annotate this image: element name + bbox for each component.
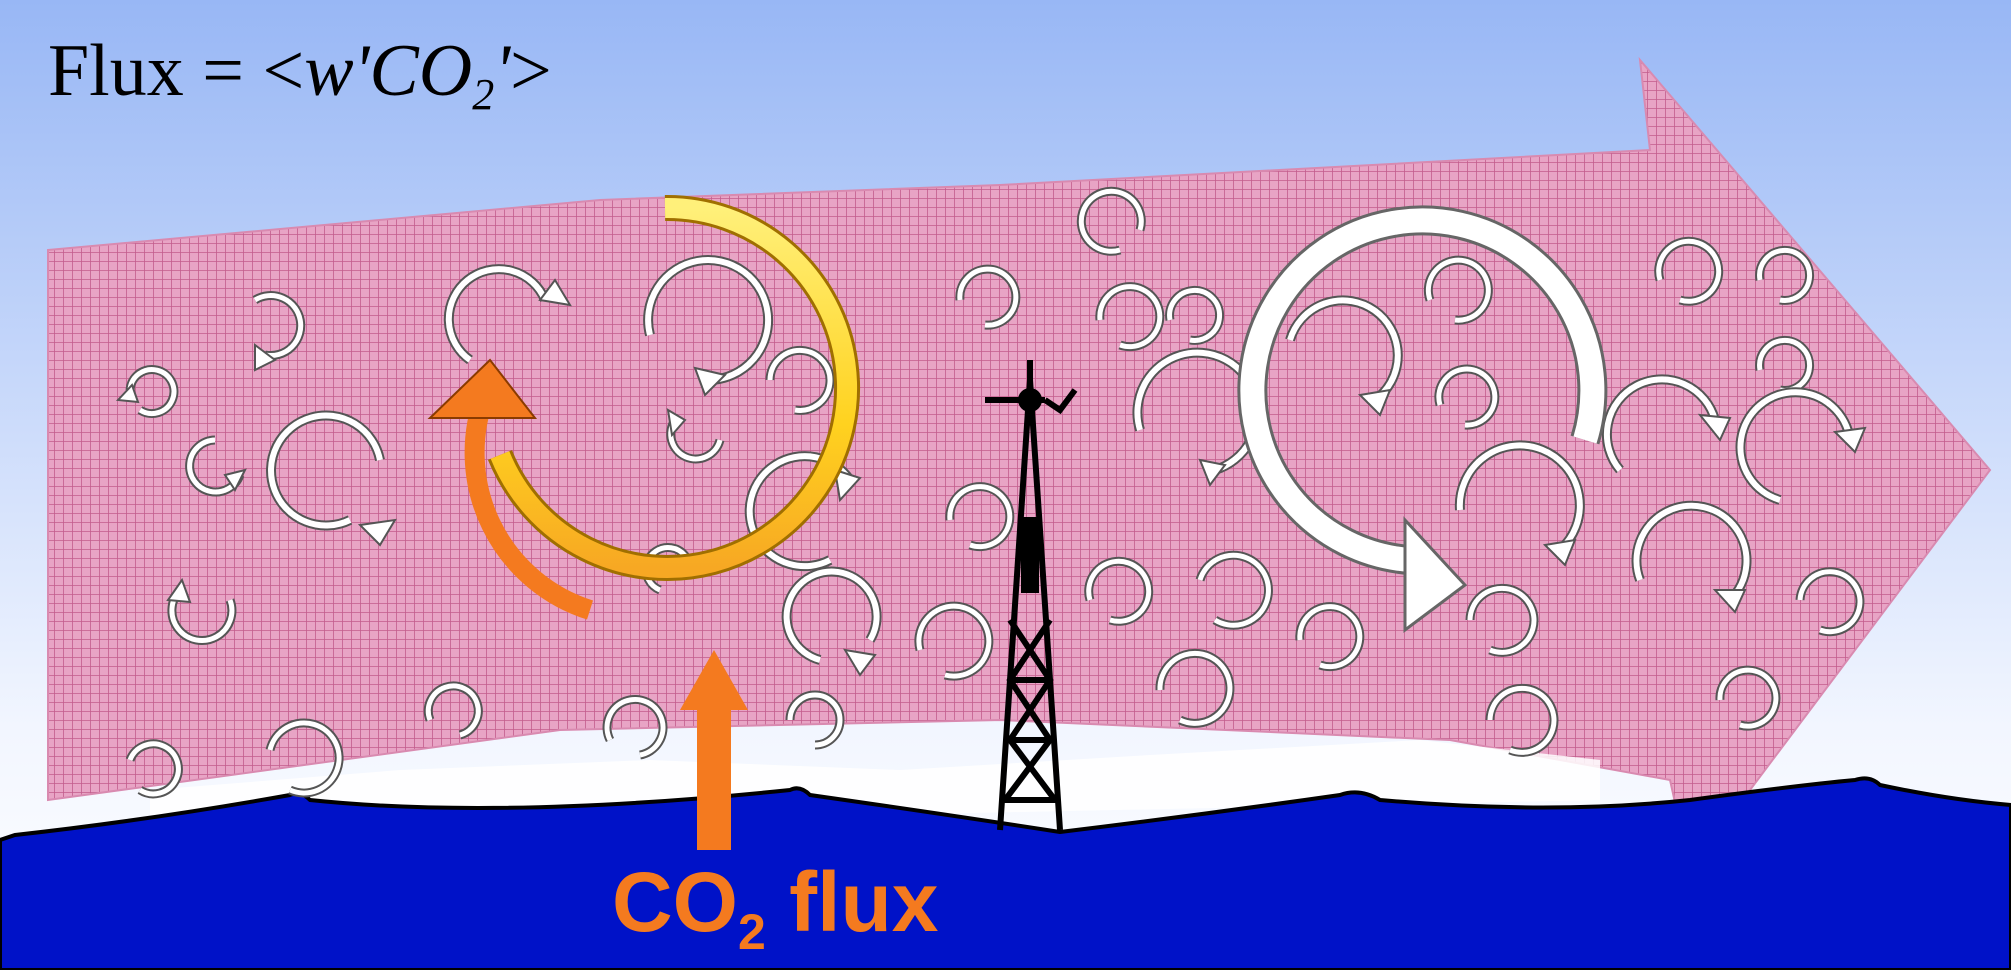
flux-formula: Flux = <w'CO2'> bbox=[48, 34, 552, 117]
eddy-icon bbox=[1285, 295, 1403, 417]
eddy-icon bbox=[423, 681, 483, 740]
eddy-icon bbox=[1654, 236, 1724, 306]
eddy-icon bbox=[643, 255, 774, 397]
eddy-icon bbox=[1095, 282, 1165, 352]
eddy-icon bbox=[1195, 550, 1273, 630]
eddy-icon bbox=[1423, 255, 1493, 325]
eddy-icon bbox=[1434, 364, 1500, 430]
eddy-icon bbox=[955, 264, 1021, 330]
ocean-waves bbox=[0, 776, 2011, 970]
co2-flux-label: CO2 flux bbox=[612, 860, 939, 957]
eddy-icon bbox=[1084, 556, 1154, 626]
formula-prime: ' bbox=[494, 30, 511, 112]
eddy-icon bbox=[1485, 683, 1559, 757]
formula-co: CO bbox=[369, 30, 473, 112]
eddy-icon bbox=[265, 718, 344, 798]
large-eddy bbox=[1237, 205, 1608, 633]
flux-label-sub: 2 bbox=[738, 904, 766, 960]
flux-label-suffix: flux bbox=[765, 855, 939, 949]
eddy-icon bbox=[266, 410, 397, 547]
flux-label-co: CO bbox=[612, 855, 738, 949]
eddy-icon bbox=[1755, 335, 1815, 395]
eddy-icon bbox=[666, 408, 725, 464]
eddy-icon bbox=[1165, 285, 1225, 345]
eddy-icon bbox=[1465, 583, 1539, 657]
eddy-icon bbox=[1795, 567, 1865, 637]
eddy-icon bbox=[1295, 602, 1365, 672]
eddy-icon bbox=[166, 577, 237, 645]
eddy-icon bbox=[602, 694, 668, 760]
flux-tower-icon bbox=[985, 360, 1078, 831]
eddy-icon bbox=[1155, 648, 1235, 728]
formula-sub: 2 bbox=[472, 70, 495, 119]
formula-lhs: Flux = < bbox=[48, 30, 305, 112]
eddy-icon bbox=[115, 365, 179, 418]
eddy-icon bbox=[1755, 245, 1815, 305]
eddy-icon bbox=[765, 345, 835, 415]
eddy-icon bbox=[1601, 374, 1732, 474]
eddy-icon bbox=[125, 739, 183, 799]
eddy-icon bbox=[185, 435, 247, 497]
formula-close: > bbox=[510, 30, 552, 112]
eddy-icon bbox=[1076, 186, 1146, 256]
eddy-icon bbox=[914, 601, 994, 681]
formula-w: w' bbox=[304, 30, 370, 112]
eddy-icon bbox=[1715, 665, 1781, 731]
eddies bbox=[115, 186, 1867, 799]
eddy-icon bbox=[781, 566, 882, 677]
eddy-icon bbox=[252, 291, 306, 372]
co2-flux-arrow bbox=[680, 650, 748, 850]
eddy-icon bbox=[945, 482, 1015, 552]
eddy-icon bbox=[443, 264, 572, 365]
eddy-icon bbox=[1735, 387, 1867, 505]
eddy-icon bbox=[785, 690, 845, 750]
large-co2-eddy bbox=[427, 194, 860, 620]
eddy-icon bbox=[1454, 440, 1585, 567]
eddy-icon bbox=[1631, 500, 1752, 614]
